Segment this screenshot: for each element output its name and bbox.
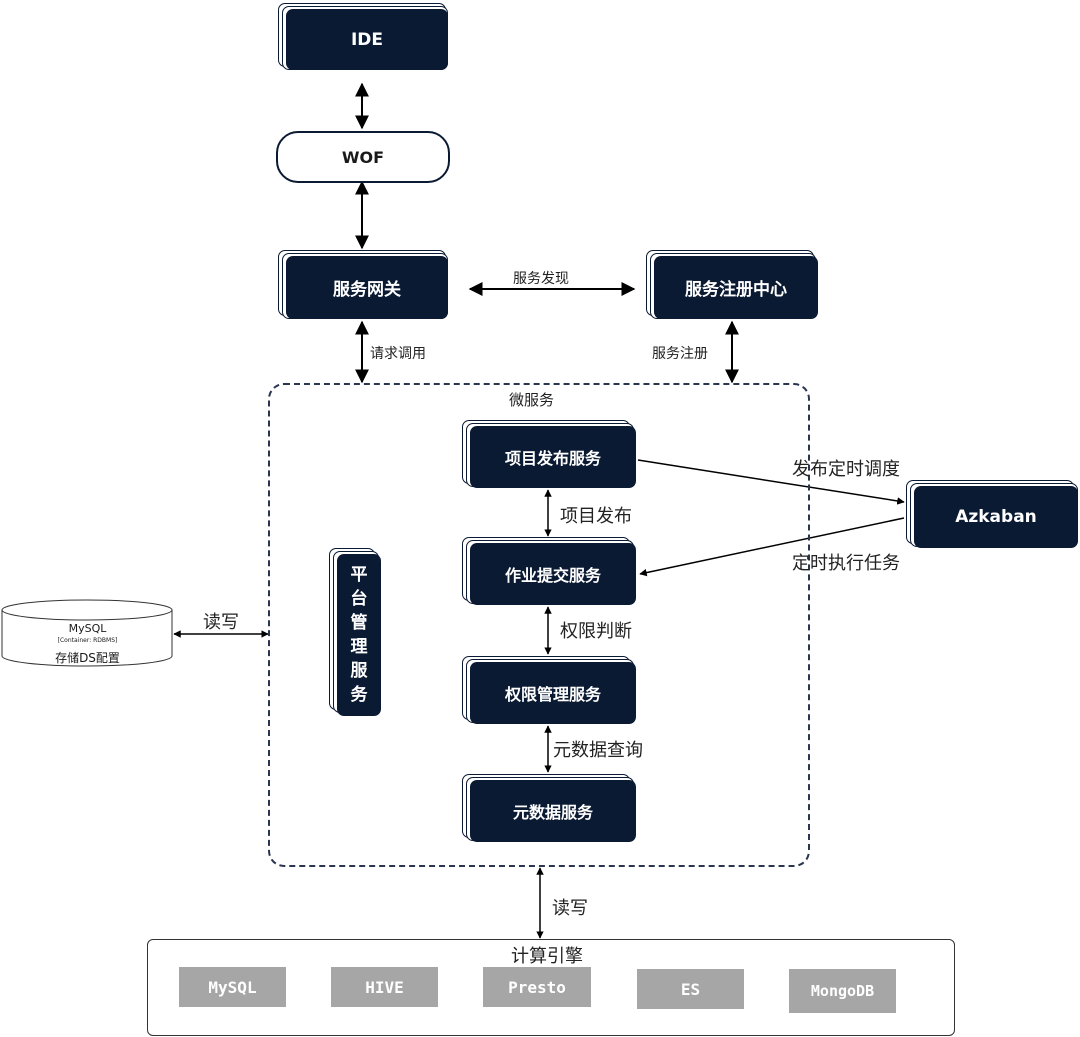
engine-mysql: MySQL [179, 967, 286, 1007]
wof-node: WOF [276, 131, 450, 183]
database-desc: 存储DS配置 [55, 651, 120, 665]
schedule-publish-arrow [637, 459, 905, 505]
schedule-publish-label: 发布定时调度 [792, 459, 900, 480]
metadata-label: 元数据服务 [512, 803, 593, 822]
engine-mongodb: MongoDB [789, 969, 896, 1013]
engine-label: HIVE [365, 977, 404, 997]
schedule-run-label: 定时执行任务 [792, 553, 900, 574]
ide-node: IDE [286, 9, 448, 70]
gateway-node: 服务网关 [286, 256, 448, 319]
registry-node: 服务注册中心 [654, 256, 818, 319]
metadata-node: 元数据服务 [470, 780, 636, 842]
platform-char: 平 [350, 565, 368, 585]
platform-label: 平 台 管 理 服 务 [351, 563, 368, 707]
discovery-label: 服务发现 [513, 271, 569, 287]
azkaban-node: Azkaban [914, 486, 1078, 548]
platform-char: 务 [350, 685, 368, 705]
engine-presto: Presto [483, 967, 591, 1007]
metadata-query-label: 元数据查询 [553, 740, 643, 761]
gateway-label: 服务网关 [333, 280, 401, 300]
ide-label: IDE [350, 29, 384, 50]
database-type: [Container: RDBMS] [57, 637, 118, 644]
database-name: MySQL [68, 622, 107, 635]
schedule-run-arrow [639, 517, 905, 577]
microservice-group-label: 微服务 [509, 391, 555, 409]
project-publish-label: 项目发布 [560, 506, 632, 527]
engine-label: ES [680, 979, 701, 999]
database-cylinder-icon [1, 599, 173, 667]
db-rw-label: 读写 [203, 612, 239, 633]
engine-group [147, 939, 955, 1036]
registry-label: 服务注册中心 [685, 280, 787, 300]
azkaban-label: Azkaban [955, 507, 1037, 527]
engine-label: MongoDB [810, 982, 875, 1000]
publish-node: 项目发布服务 [470, 426, 636, 488]
wof-label: WOF [341, 147, 385, 167]
platform-char: 台 [350, 589, 368, 609]
engine-hive: HIVE [331, 967, 438, 1007]
publish-label: 项目发布服务 [504, 449, 601, 468]
permission-check-label: 权限判断 [560, 621, 632, 642]
platform-node: 平 台 管 理 服 务 [337, 554, 381, 716]
engine-rw-label: 读写 [552, 898, 588, 919]
engine-es: ES [637, 969, 744, 1009]
microservice-group [268, 383, 810, 867]
platform-char: 管 [350, 613, 368, 633]
submit-label: 作业提交服务 [504, 566, 601, 585]
submit-node: 作业提交服务 [470, 543, 636, 605]
permission-node: 权限管理服务 [470, 662, 636, 724]
request-label: 请求调用 [370, 346, 426, 362]
register-label: 服务注册 [652, 346, 708, 362]
platform-char: 服 [350, 661, 368, 681]
engine-group-title: 计算引擎 [511, 946, 583, 967]
platform-char: 理 [350, 637, 368, 657]
permission-label: 权限管理服务 [504, 685, 601, 704]
engine-label: MySQL [208, 977, 257, 997]
engine-label: Presto [508, 977, 566, 997]
